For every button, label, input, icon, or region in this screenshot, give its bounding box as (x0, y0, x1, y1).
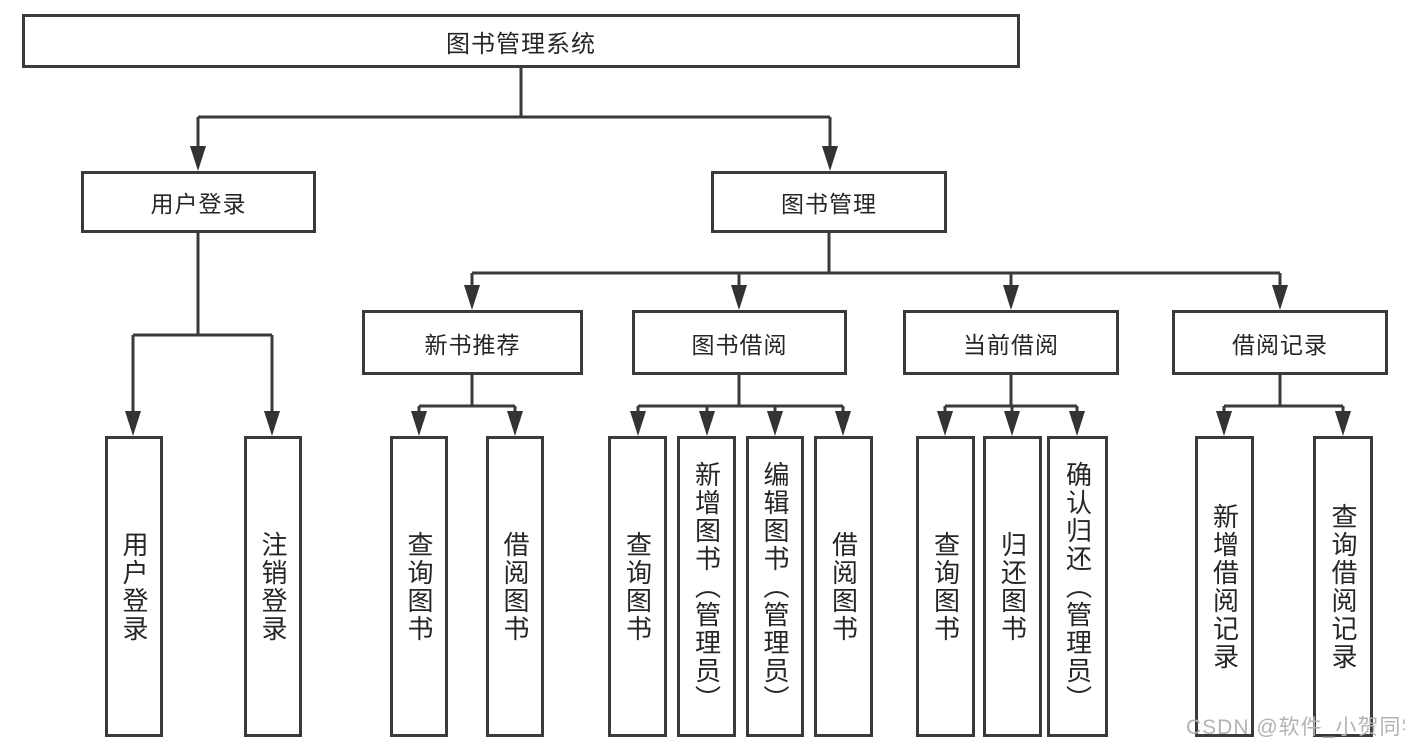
leaf-edit-books-admin: 编辑图书（管理员） (746, 436, 804, 737)
node-user-login-label: 用户登录 (150, 191, 247, 217)
leaf-confirm-return-admin: 确认归还（管理员） (1047, 436, 1108, 737)
node-borrowing-records: 借阅记录 (1172, 310, 1388, 375)
leaf-logout: 注销登录 (244, 436, 302, 737)
node-user-login: 用户登录 (81, 171, 316, 233)
leaf-return-books-label: 归还图书 (997, 530, 1028, 643)
leaf-borrow-books: 借阅图书 (814, 436, 873, 737)
leaf-query-books-current-label: 查询图书 (930, 530, 961, 643)
node-book-management: 图书管理 (711, 171, 947, 233)
node-new-book-recommend: 新书推荐 (362, 310, 583, 375)
leaf-query-books-current: 查询图书 (916, 436, 975, 737)
leaf-edit-books-admin-label: 编辑图书（管理员） (760, 460, 790, 713)
leaf-user-login: 用户登录 (105, 436, 163, 737)
leaf-query-borrow-record-label: 查询借阅记录 (1328, 502, 1358, 671)
leaf-add-books-admin-label: 新增图书（管理员） (691, 460, 722, 713)
leaf-return-books: 归还图书 (983, 436, 1042, 737)
leaf-query-books-recommend: 查询图书 (390, 436, 448, 737)
leaf-add-books-admin: 新增图书（管理员） (677, 436, 736, 737)
node-borrowing-records-label: 借阅记录 (1232, 331, 1328, 358)
leaf-add-borrow-record: 新增借阅记录 (1195, 436, 1254, 737)
node-book-borrowing-label: 图书借阅 (691, 331, 788, 358)
leaf-confirm-return-admin-label: 确认归还（管理员） (1062, 460, 1093, 713)
leaf-borrow-books-recommend-label: 借阅图书 (500, 530, 530, 643)
leaf-query-books-recommend-label: 查询图书 (404, 530, 434, 643)
leaf-borrow-books-label: 借阅图书 (828, 530, 859, 643)
leaf-query-books-borrowing-label: 查询图书 (622, 530, 653, 643)
leaf-logout-label: 注销登录 (258, 530, 288, 643)
leaf-borrow-books-recommend: 借阅图书 (486, 436, 544, 737)
node-root-label: 图书管理系统 (446, 30, 596, 58)
node-book-borrowing: 图书借阅 (632, 310, 847, 375)
node-new-book-recommend-label: 新书推荐 (424, 331, 521, 358)
node-current-borrowing-label: 当前借阅 (963, 331, 1059, 358)
csdn-watermark: CSDN @软件_小贺同学 (1186, 716, 1405, 739)
node-root: 图书管理系统 (22, 14, 1020, 68)
node-current-borrowing: 当前借阅 (903, 310, 1119, 375)
node-book-management-label: 图书管理 (781, 191, 877, 217)
leaf-add-borrow-record-label: 新增借阅记录 (1209, 502, 1240, 671)
leaf-query-borrow-record: 查询借阅记录 (1313, 436, 1373, 737)
leaf-user-login-label: 用户登录 (119, 530, 149, 643)
leaf-query-books-borrowing: 查询图书 (608, 436, 667, 737)
